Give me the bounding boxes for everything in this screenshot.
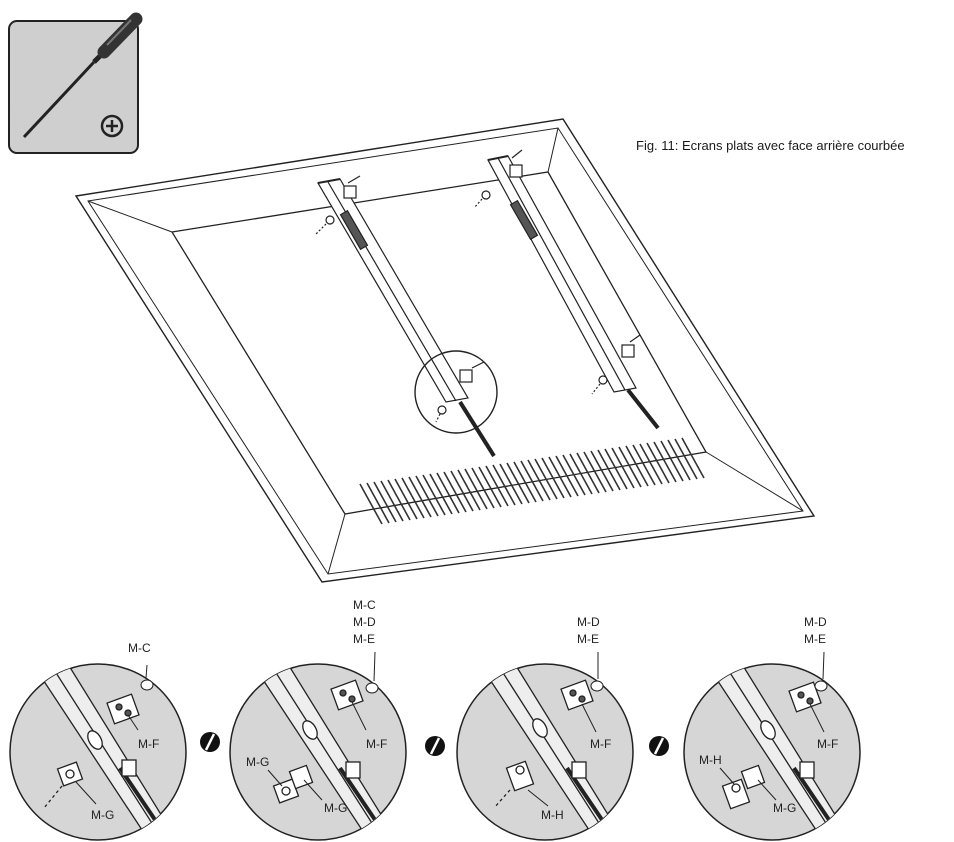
detail-callout-circle <box>414 350 498 434</box>
part-label: M-D <box>353 615 376 629</box>
slash-or-icon <box>649 736 669 756</box>
panel-screws <box>315 190 608 423</box>
part-label: M-F <box>817 737 838 751</box>
screw-icon <box>814 680 828 692</box>
figure-caption: Fig. 11: Ecrans plats avec face arrière … <box>636 138 905 153</box>
part-label: M-G <box>246 755 269 769</box>
part-label: M-E <box>577 632 599 646</box>
part-label: M-E <box>353 632 375 646</box>
mounting-bracket-left <box>317 175 496 458</box>
screw-icon <box>590 680 604 692</box>
slash-or-icon <box>200 732 220 752</box>
detail-panel-3 <box>456 652 634 841</box>
slash-or-icon <box>425 736 445 756</box>
part-label: M-G <box>324 801 347 815</box>
plus-badge-icon <box>100 114 124 138</box>
part-label: M-H <box>699 753 722 767</box>
part-label: M-E <box>804 632 826 646</box>
detail-panel-4 <box>683 651 861 841</box>
leader-lines <box>267 767 777 801</box>
part-label: M-G <box>773 801 796 815</box>
part-label: M-G <box>91 808 114 822</box>
screwdriver-icon <box>8 12 143 154</box>
part-label: M-F <box>590 737 611 751</box>
tv-back-panel <box>74 118 816 583</box>
part-label: M-C <box>353 598 376 612</box>
part-label: M-C <box>128 641 151 655</box>
vent-slots <box>359 437 705 525</box>
mounting-bracket-right <box>487 149 660 430</box>
screw-icon <box>365 682 379 694</box>
part-label: M-D <box>804 615 827 629</box>
part-label: M-D <box>577 615 600 629</box>
part-label: M-H <box>541 808 564 822</box>
detail-panel-1 <box>9 663 187 841</box>
part-label: M-F <box>366 737 387 751</box>
part-label: M-F <box>138 737 159 751</box>
screw-icon <box>140 679 154 691</box>
